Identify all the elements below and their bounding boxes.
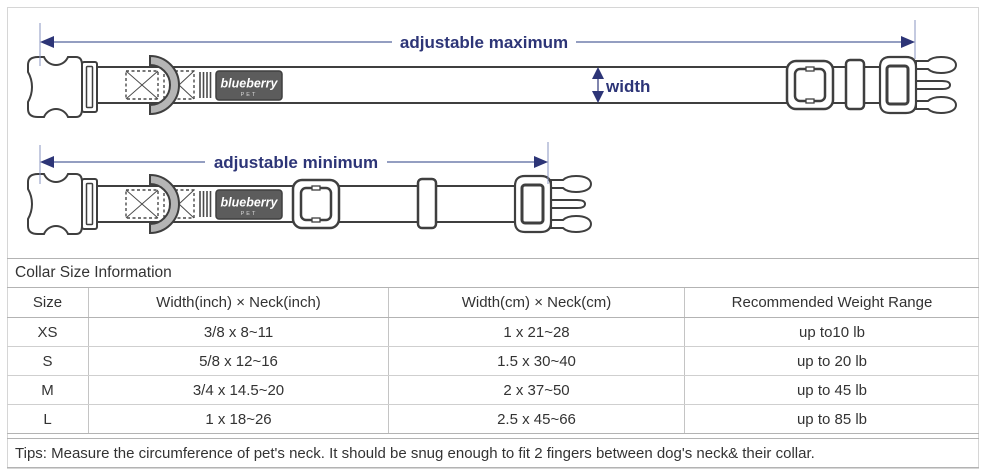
width-label: width: [605, 77, 650, 96]
tri-glide-slider: [291, 178, 341, 230]
arrowhead-down-icon: [592, 91, 604, 103]
cell-size: L: [7, 405, 89, 433]
arrowhead-right-icon: [901, 36, 915, 48]
tri-glide-slider: [785, 59, 835, 111]
buckle-female: [27, 56, 98, 118]
collar-min-figure: [27, 173, 593, 235]
min-dimension-arrow: adjustable minimum: [39, 142, 549, 184]
strap-keeper: [844, 58, 866, 111]
col-header-weight: Recommended Weight Range: [731, 294, 933, 311]
cell-size: XS: [7, 318, 89, 346]
cell-size: S: [7, 347, 89, 375]
collar-strap: [91, 66, 889, 104]
cell-cm: 1 x 21~28: [389, 318, 685, 346]
collar-diagram: blueberry PET: [27, 20, 958, 235]
adjustable-minimum-label: adjustable minimum: [214, 153, 378, 172]
collar-max-figure: [27, 55, 958, 118]
cell-cm: 1.5 x 30~40: [389, 347, 685, 375]
tips-row: Tips: Measure the circumference of pet's…: [7, 438, 979, 468]
cell-inch: 1 x 18~26: [89, 405, 389, 433]
cell-cm: 2.5 x 45~66: [389, 405, 685, 433]
adjustable-maximum-label: adjustable maximum: [400, 33, 568, 52]
table-row: L 1 x 18~26 2.5 x 45~66 up to 85 lb: [7, 405, 979, 434]
buckle-female: [27, 173, 98, 235]
cell-cm: 2 x 37~50: [389, 376, 685, 404]
col-header-cm: Width(cm) × Neck(cm): [389, 288, 685, 317]
arrowhead-left-icon: [40, 36, 54, 48]
cell-inch: 3/8 x 8~11: [89, 318, 389, 346]
brand-label: [215, 189, 283, 220]
max-dimension-arrow: adjustable maximum: [39, 20, 916, 66]
cell-weight: up to 20 lb: [796, 352, 868, 370]
table-row: M 3/4 x 14.5~20 2 x 37~50 up to 45 lb: [7, 376, 979, 405]
buckle-male: [878, 55, 958, 115]
size-info-section: Collar Size Information Size Width(inch)…: [7, 258, 979, 468]
arrowhead-left-icon: [40, 156, 54, 168]
table-row: S 5/8 x 12~16 1.5 x 30~40 up to 20 lb: [7, 347, 979, 376]
brand-label: [215, 70, 283, 101]
table-row: XS 3/8 x 8~11 1 x 21~28 up to10 lb: [7, 318, 979, 347]
col-header-inch: Width(inch) × Neck(inch): [89, 288, 389, 317]
section-title-row: Collar Size Information: [7, 258, 979, 288]
cell-size: M: [7, 376, 89, 404]
tips-text: Tips: Measure the circumference of pet's…: [15, 444, 815, 462]
cell-inch: 5/8 x 12~16: [89, 347, 389, 375]
buckle-male: [513, 174, 593, 234]
cell-inch: 3/4 x 14.5~20: [89, 376, 389, 404]
cell-weight: up to 45 lb: [796, 381, 868, 399]
cell-weight: up to 85 lb: [796, 410, 868, 428]
table-header-row: Size Width(inch) × Neck(inch) Width(cm) …: [7, 288, 979, 318]
arrowhead-right-icon: [534, 156, 548, 168]
cell-weight: up to10 lb: [799, 323, 865, 341]
strap-keeper: [416, 177, 438, 230]
col-header-size: Size: [7, 288, 89, 317]
width-dimension-arrow: width: [592, 67, 650, 103]
section-title: Collar Size Information: [15, 264, 172, 281]
arrowhead-up-icon: [592, 67, 604, 79]
